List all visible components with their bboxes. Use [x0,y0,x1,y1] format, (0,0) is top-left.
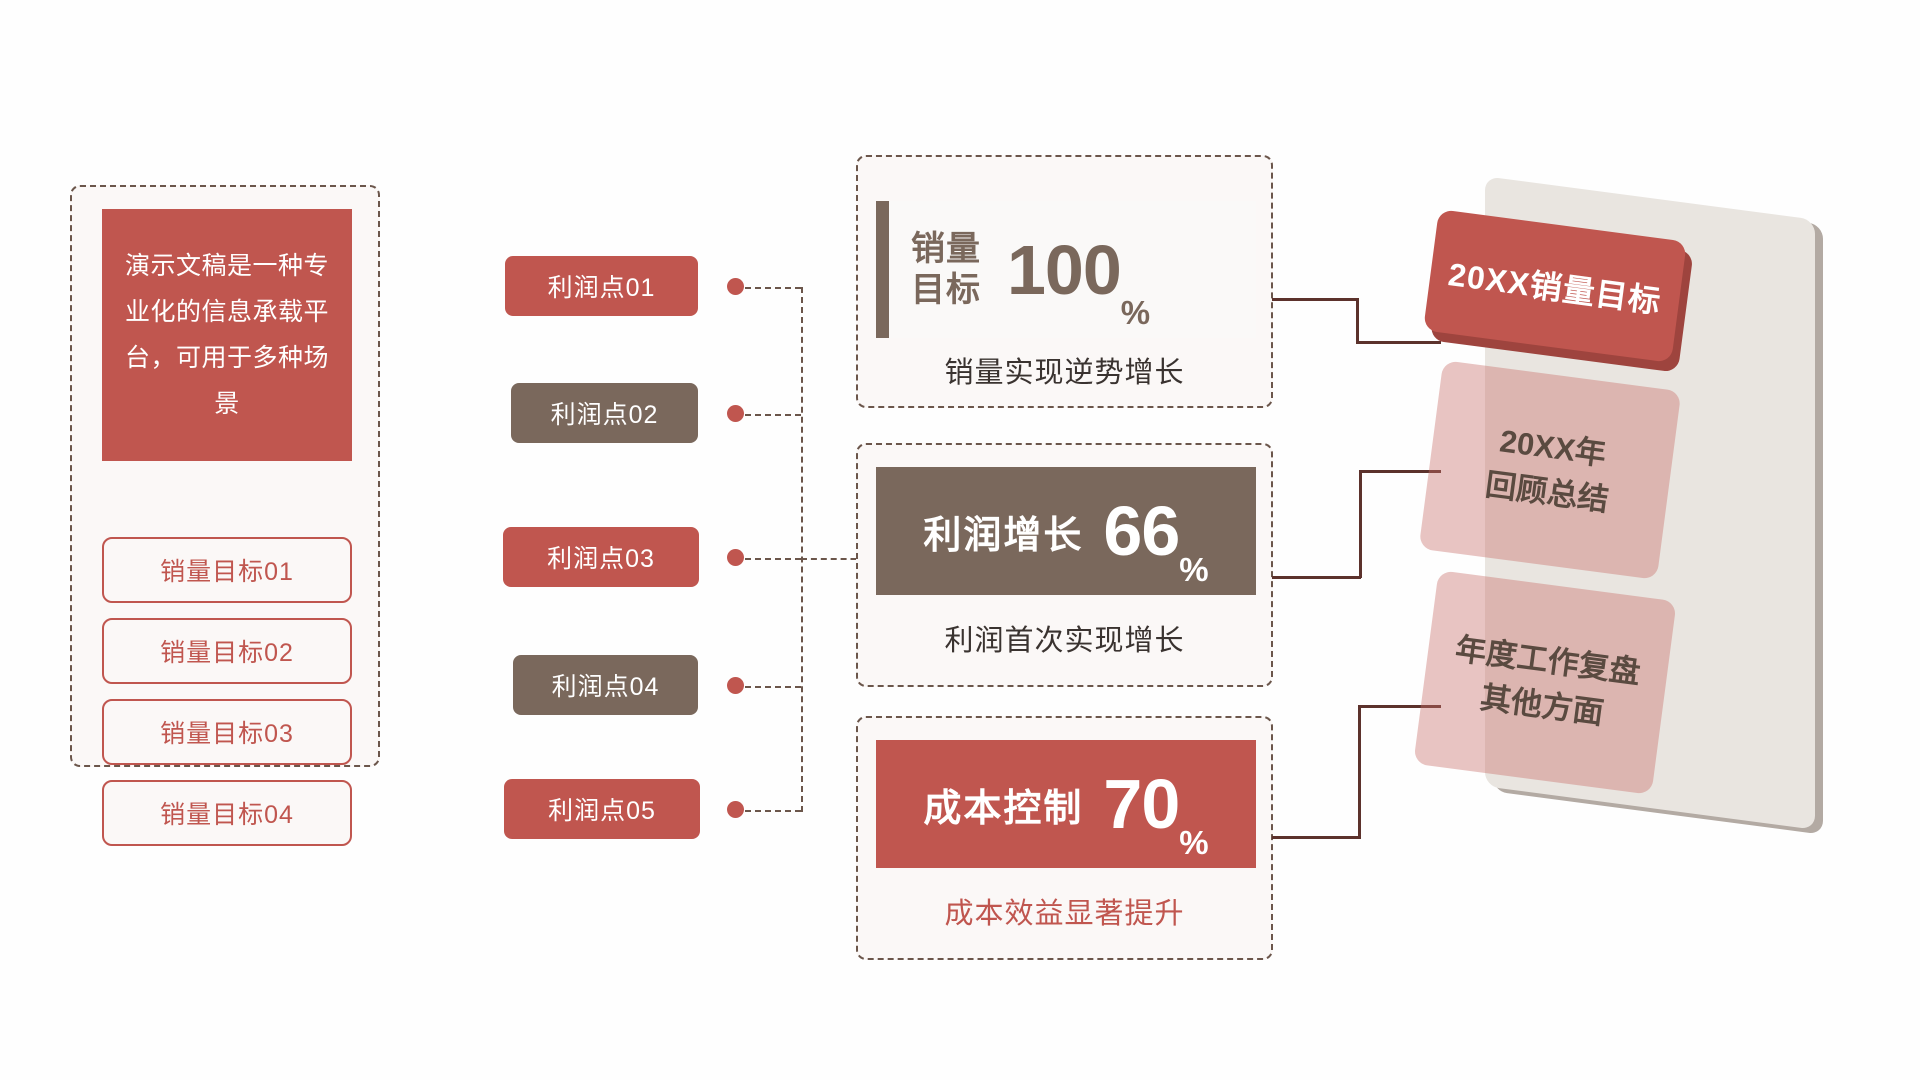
profit-point-dot-04 [727,677,744,694]
stat-card-1-number: 100 [1007,230,1122,309]
profit-point-label: 利润点01 [547,274,656,302]
dashed-stub-03 [745,558,801,560]
stat-card-1-body: 销量 目标 100 % [876,201,1256,338]
stat-card-3[interactable]: 成本控制 70 % 成本效益显著提升 [856,716,1273,960]
profit-point-dot-01 [727,278,744,295]
profit-point-03[interactable]: 利润点03 [503,527,699,587]
stack-card-2[interactable]: 20XX年 回顾总结 [1418,360,1682,580]
dashed-branch-to-cards [801,558,906,560]
profit-point-label: 利润点02 [550,401,659,429]
connector-1-seg-c [1356,341,1441,344]
stat-card-2-caption: 利润首次实现增长 [944,625,1185,657]
stack-card-3[interactable]: 年度工作复盘 其他方面 [1413,570,1677,795]
dashed-trunk [801,287,803,812]
goal-item-label: 销量目标01 [160,558,294,586]
stat-card-2-number: 66 [1103,492,1180,570]
intro-text: 演示文稿是一种专业化的信息承载平台，可用于多种场景 [124,252,329,418]
goal-item-04[interactable]: 销量目标04 [102,780,352,846]
stat-card-3-percent: % [1179,824,1209,861]
goal-item-label: 销量目标03 [160,720,294,748]
profit-point-05[interactable]: 利润点05 [504,779,700,839]
stat-card-2-body: 利润增长 66 % [876,467,1256,595]
connector-2-seg-c [1272,576,1361,579]
stat-card-3-body: 成本控制 70 % [876,740,1256,868]
profit-point-dot-03 [727,549,744,566]
connector-3-seg-a [1358,705,1441,708]
stack-card-3-label: 年度工作复盘 其他方面 [1453,630,1643,731]
profit-point-label: 利润点05 [548,797,656,825]
stat-card-3-caption: 成本效益显著提升 [944,898,1185,930]
stack-card-1-label: 20XX销量目标 [1446,256,1664,320]
stat-card-2[interactable]: 利润增长 66 % 利润首次实现增长 [856,443,1273,687]
connector-3-seg-c [1272,836,1361,839]
stat-card-2-percent: % [1179,551,1209,588]
goal-item-03[interactable]: 销量目标03 [102,699,352,765]
dashed-stub-01 [745,287,801,289]
left-panel: 演示文稿是一种专业化的信息承载平台，可用于多种场景 销量目标01 销量目标02 … [70,185,380,846]
stat-card-1-percent: % [1120,294,1151,331]
stat-accent-bar [876,201,889,338]
intro-box: 演示文稿是一种专业化的信息承载平台，可用于多种场景 [102,209,352,461]
goal-list: 销量目标01 销量目标02 销量目标03 销量目标04 [102,537,352,861]
dashed-stub-02 [745,414,801,416]
stat-card-1-label: 销量 目标 [911,229,981,309]
connector-1-seg-b [1356,298,1359,343]
goal-item-02[interactable]: 销量目标02 [102,618,352,684]
stat-card-2-label: 利润增长 [923,514,1084,557]
profit-point-label: 利润点04 [551,673,660,701]
stack-card-2-label: 20XX年 回顾总结 [1483,423,1611,518]
stat-card-1[interactable]: 销量 目标 100 % 销量实现逆势增长 [856,155,1273,408]
profit-point-label: 利润点03 [547,545,655,573]
connector-1-seg-a [1272,298,1358,301]
profit-point-02[interactable]: 利润点02 [511,383,698,443]
goal-item-label: 销量目标02 [160,639,294,667]
stat-card-3-label: 成本控制 [923,787,1084,830]
profit-point-dot-05 [727,801,744,818]
profit-point-04[interactable]: 利润点04 [513,655,698,715]
goal-item-01[interactable]: 销量目标01 [102,537,352,603]
connector-3-seg-b [1358,705,1361,838]
dashed-stub-04 [745,686,801,688]
connector-2-seg-b [1359,470,1362,578]
stat-card-3-number: 70 [1103,765,1180,843]
stat-card-1-caption: 销量实现逆势增长 [944,357,1185,389]
profit-point-01[interactable]: 利润点01 [505,256,698,316]
goal-item-label: 销量目标04 [160,801,294,829]
right-card-stack: 年度工作复盘 其他方面 20XX年 回顾总结 20XX销量目标 [1413,170,1900,930]
dashed-stub-05 [745,810,801,812]
connector-2-seg-a [1359,470,1441,473]
profit-point-dot-02 [727,405,744,422]
